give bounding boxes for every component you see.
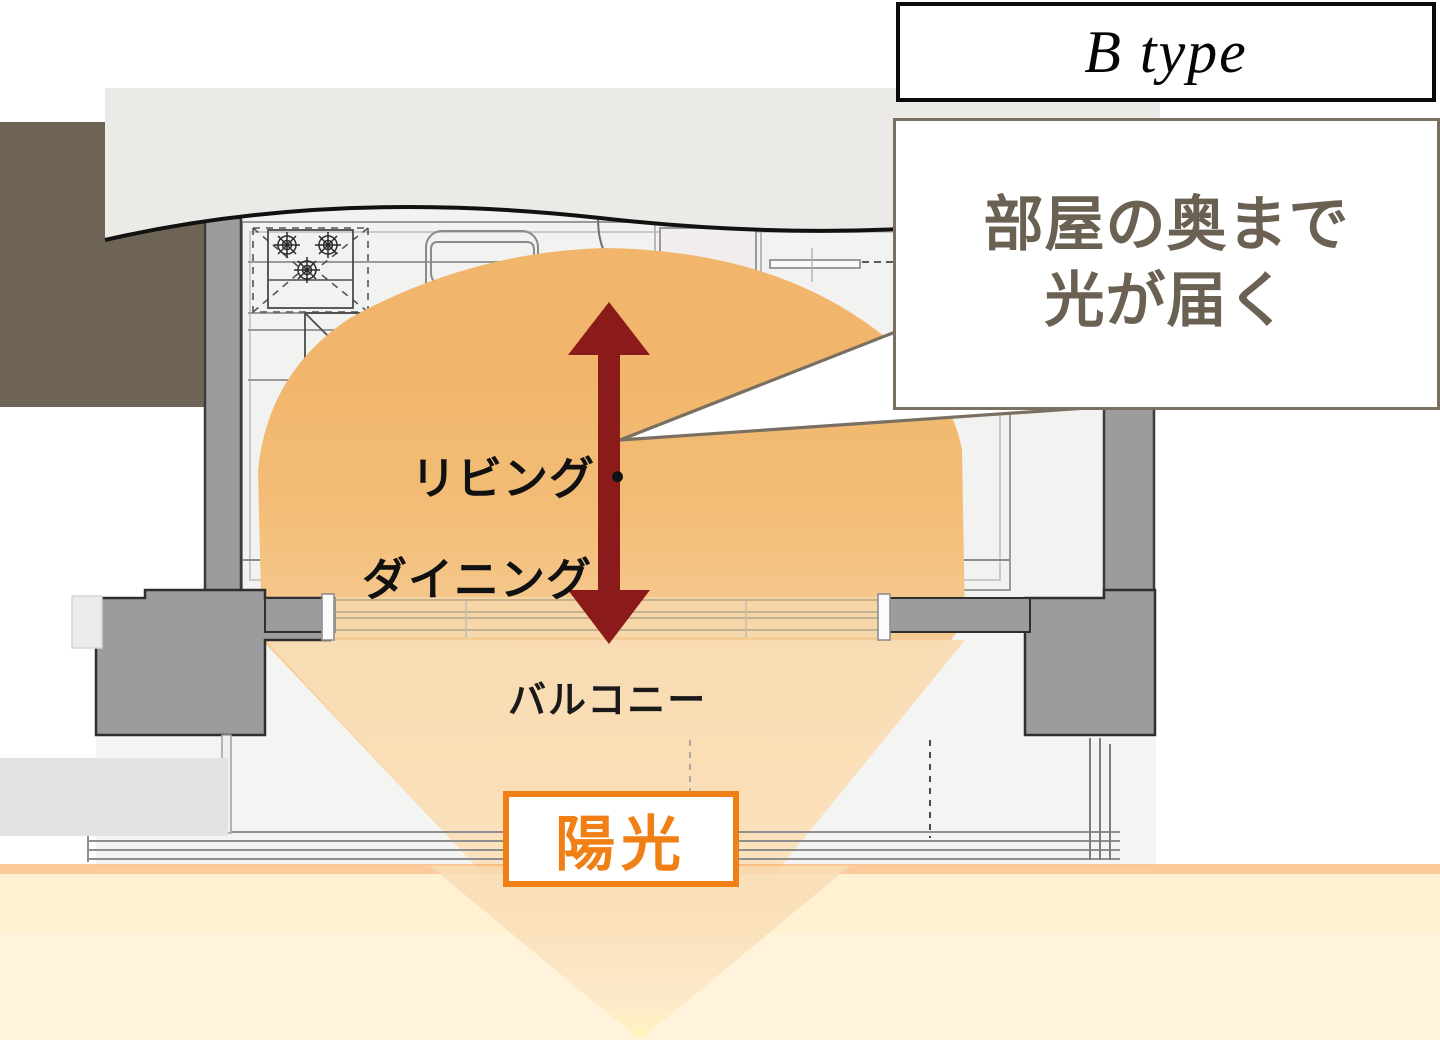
callout-line-2: 光が届く xyxy=(1044,268,1289,334)
balcony-label: バルコニー xyxy=(508,680,708,722)
sunlight-callout-label: 陽光 xyxy=(555,811,687,878)
burner-icon xyxy=(294,257,320,283)
living-dining-line-2: ダイニング xyxy=(362,555,593,606)
callout-text: 部屋の奥まで 光が届く xyxy=(984,188,1350,339)
balcony-sliding-door xyxy=(321,593,891,641)
sunlight-beam-lower xyxy=(430,866,850,1040)
burner-icon xyxy=(315,232,341,258)
btype-title-box: B type xyxy=(896,2,1436,102)
depth-of-light-arrow xyxy=(568,302,650,644)
btype-title-label: B type xyxy=(1084,18,1248,85)
callout-line-1: 部屋の奥まで xyxy=(983,192,1350,259)
burner-icon xyxy=(274,232,300,258)
sunlight-callout-box: 陽光 xyxy=(503,791,739,887)
living-dining-label: リビング・ ダイニング xyxy=(362,404,641,706)
living-dining-line-1: リビング・ xyxy=(411,454,642,505)
callout-box: 部屋の奥まで 光が届く xyxy=(893,118,1440,410)
context-panel-lower-left xyxy=(0,758,228,836)
